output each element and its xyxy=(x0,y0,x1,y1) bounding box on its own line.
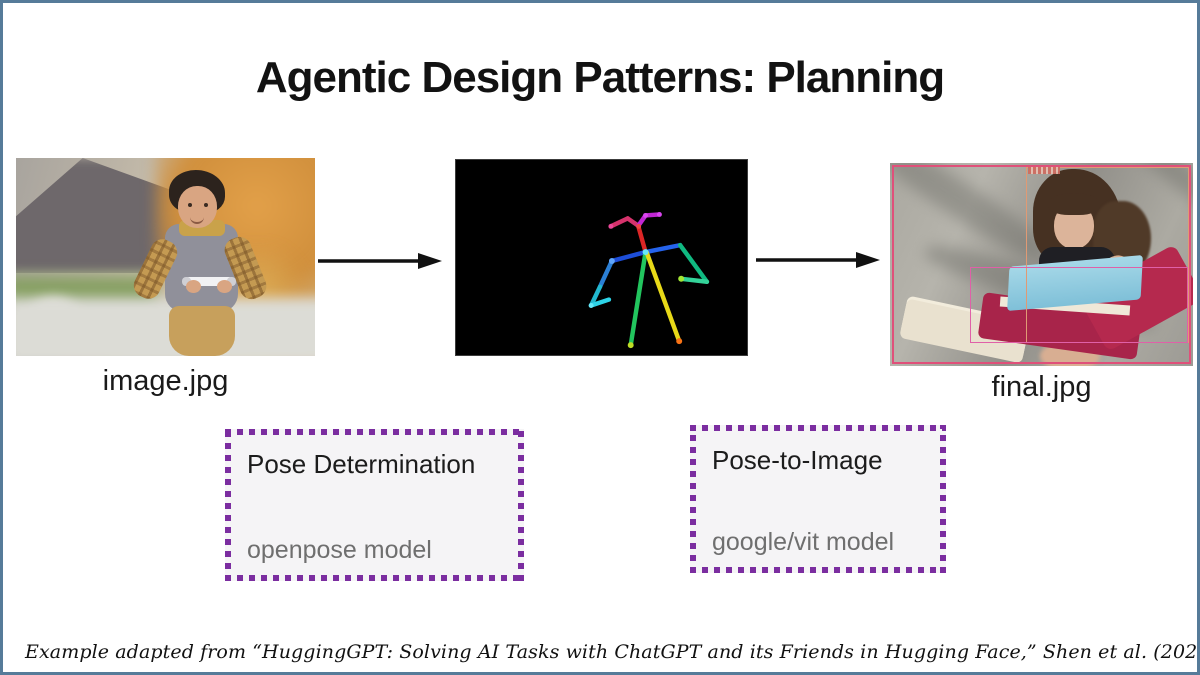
output-photo-girl-reading xyxy=(890,163,1193,366)
scooter-grip xyxy=(227,277,236,286)
pathway-shape xyxy=(16,298,315,356)
boy-hand xyxy=(186,280,201,293)
step-model: openpose model xyxy=(247,536,432,564)
detection-bbox-book xyxy=(970,267,1188,343)
slide-title: Agentic Design Patterns: Planning xyxy=(255,53,945,102)
citation-text: Example adapted from “HuggingGPT: Solvin… xyxy=(25,641,1200,663)
input-image-filename: image.jpg xyxy=(102,365,229,397)
arrow-right-icon xyxy=(756,252,880,268)
step-name: Pose Determination xyxy=(247,449,476,479)
boy-eye xyxy=(188,203,192,207)
detection-bbox-outer xyxy=(892,165,1191,364)
boy-pants xyxy=(169,306,235,356)
pose-skeleton-drawing xyxy=(588,211,710,349)
step-name: Pose-to-Image xyxy=(712,445,883,475)
step-box-pose-determination: Pose Determination openpose model xyxy=(225,429,524,581)
step-box-pose-to-image: Pose-to-Image google/vit model xyxy=(690,425,946,573)
boy-eye xyxy=(204,203,208,207)
step-model: google/vit model xyxy=(712,528,895,556)
girl-hair-fringe xyxy=(1048,193,1100,215)
boy-smile xyxy=(190,216,204,224)
boy-hand xyxy=(217,280,232,293)
openpose-skeleton-image xyxy=(455,159,748,356)
arrow-right-icon xyxy=(318,253,442,269)
input-photo-boy-on-scooter xyxy=(16,158,315,356)
boy-vest xyxy=(165,224,238,312)
output-image-filename: final.jpg xyxy=(991,371,1092,403)
detection-label xyxy=(1028,167,1060,174)
scooter-grip xyxy=(182,277,191,286)
scooter-handlebar xyxy=(184,277,234,286)
